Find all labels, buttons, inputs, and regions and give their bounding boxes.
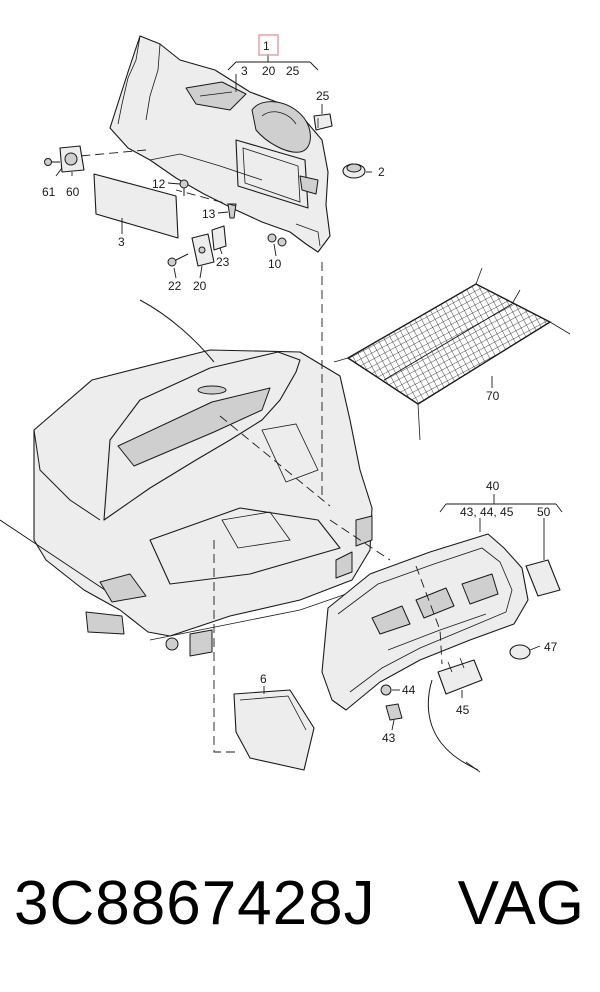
part-number: 3C8867428J xyxy=(14,869,376,938)
clip-25 xyxy=(313,113,333,131)
callout-47: 47 xyxy=(544,640,558,654)
callout-20: 20 xyxy=(193,279,207,293)
callout-40-group: 43, 44, 45 xyxy=(460,505,514,519)
callout-25: 25 xyxy=(316,89,330,103)
callout-12: 12 xyxy=(152,177,166,191)
callout-70: 70 xyxy=(486,389,500,403)
callout-61: 61 xyxy=(42,185,56,199)
screw-12 xyxy=(179,179,189,196)
callout-10: 10 xyxy=(268,257,282,271)
trunk-lid-trim xyxy=(321,533,529,711)
tie-down-bracket-60 xyxy=(59,145,85,173)
callout-2: 2 xyxy=(378,165,385,179)
release-cable xyxy=(427,679,481,773)
trunk-side-trim-panel xyxy=(109,35,331,253)
cap-47 xyxy=(509,644,531,660)
callout-60: 60 xyxy=(66,185,80,199)
callout-50: 50 xyxy=(537,505,551,519)
callout-1-sub-20: 20 xyxy=(262,64,276,78)
cover-3 xyxy=(93,173,179,239)
bracket-20 xyxy=(191,233,215,267)
callout-1: 1 xyxy=(263,39,270,53)
callout-1-sub-25: 25 xyxy=(286,64,300,78)
clip-13 xyxy=(227,203,237,219)
leader-lines xyxy=(55,54,563,731)
car-body xyxy=(0,299,373,657)
handle-45 xyxy=(437,657,483,695)
holder-23 xyxy=(211,225,227,251)
clip-43 xyxy=(385,703,403,721)
callout-43: 43 xyxy=(382,731,396,745)
callout-1-sub-3: 3 xyxy=(241,64,248,78)
grommet-2 xyxy=(342,163,366,179)
screw-61 xyxy=(44,158,60,166)
screw-22 xyxy=(167,253,189,267)
callout-3: 3 xyxy=(118,235,125,249)
cover-6 xyxy=(233,689,315,771)
callout-45: 45 xyxy=(456,703,470,717)
clip-44 xyxy=(380,684,392,696)
callout-44: 44 xyxy=(402,683,416,697)
callout-40: 40 xyxy=(486,479,500,493)
callout-13: 13 xyxy=(202,207,216,221)
cargo-net xyxy=(333,267,571,441)
nut-10 xyxy=(267,233,287,247)
callout-23: 23 xyxy=(216,255,230,269)
callout-22: 22 xyxy=(168,279,182,293)
brand-label: VAG xyxy=(457,869,584,938)
parts-diagram: 1 3 20 25 25 2 61 60 12 13 3 23 10 22 20… xyxy=(0,34,571,773)
assembly-lines xyxy=(79,149,443,753)
callout-1-highlight xyxy=(258,34,279,56)
cover-50 xyxy=(525,559,561,597)
callout-labels: 1 3 20 25 25 2 61 60 12 13 3 23 10 22 20… xyxy=(42,39,558,745)
callout-6: 6 xyxy=(260,672,267,686)
